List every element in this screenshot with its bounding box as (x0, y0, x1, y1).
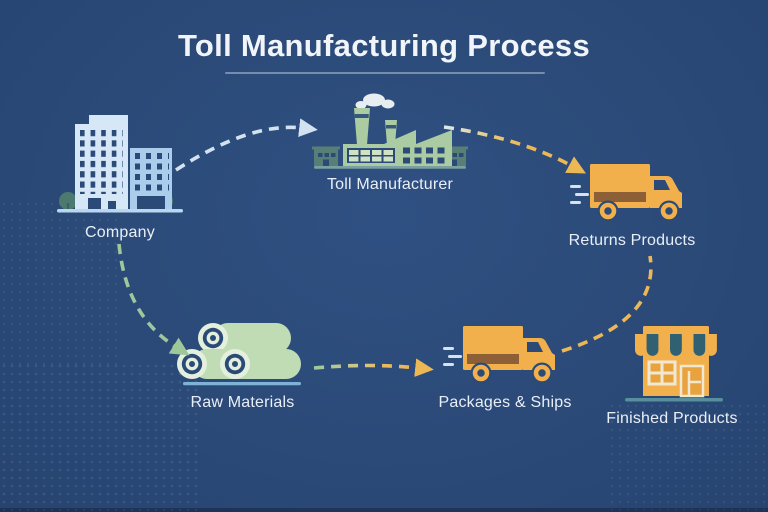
node-label: Returns Products (568, 232, 696, 249)
delivery-truck-icon (570, 164, 682, 222)
node-raw-materials: Raw Materials (175, 322, 310, 412)
office-buildings-icon (57, 115, 183, 213)
node-label: Toll Manufacturer (326, 176, 454, 193)
node-returns-products: Returns Products (562, 158, 702, 250)
node-toll-manufacturer: Toll Manufacturer (312, 92, 468, 194)
material-rolls-icon (177, 323, 301, 386)
node-label: Packages & Ships (438, 394, 572, 411)
storefront-icon (625, 326, 723, 402)
node-label: Raw Materials (190, 394, 295, 411)
arrow-raw-materials-to-packages-ships (313, 358, 434, 378)
dot-texture (0, 362, 200, 512)
node-label: Finished Products (606, 410, 738, 427)
factory-icon (312, 93, 468, 169)
bottom-edge-shadow (0, 508, 768, 512)
node-label: Company (85, 224, 155, 241)
node-packages-ships: Packages & Ships (437, 320, 573, 412)
node-finished-products: Finished Products (606, 320, 738, 428)
title-underline (225, 72, 545, 74)
arrow-company-to-raw-materials (117, 243, 190, 356)
node-company: Company (52, 106, 188, 242)
delivery-truck-icon (443, 326, 555, 384)
page-title: Toll Manufacturing Process (177, 28, 590, 63)
arrow-company-to-toll-manufacturer (175, 118, 318, 172)
